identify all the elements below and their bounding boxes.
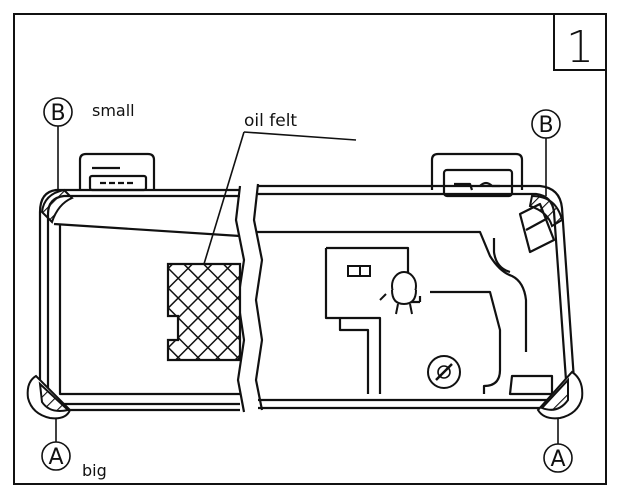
diagram-frame (13, 13, 607, 485)
cover-right-half (252, 152, 576, 411)
rubber-corner-top-left (40, 188, 74, 224)
svg-text:A: A (550, 447, 565, 472)
svg-text:A: A (48, 445, 63, 470)
rubber-corner-bottom-right (536, 370, 584, 420)
oil-felt-label: oil felt (244, 111, 297, 131)
screw-icon (427, 355, 461, 389)
marker-a-bottom-right: A (543, 418, 573, 473)
svg-text:B: B (50, 101, 65, 126)
small-label: small (92, 101, 135, 120)
rubber-corner-top-right (528, 194, 564, 228)
marker-b-top-left: B (43, 97, 73, 190)
oil-felt-pad (166, 262, 242, 362)
oil-felt-leader-line (203, 131, 245, 265)
screw-boss (347, 265, 417, 315)
oil-felt-underline (243, 131, 357, 141)
rubber-corner-bottom-left (26, 374, 72, 420)
step-badge: 1 (553, 13, 607, 73)
marker-a-bottom-left: A (41, 418, 71, 471)
svg-text:B: B (538, 113, 553, 138)
marker-b-top-right: B (531, 109, 561, 196)
big-label: big (82, 461, 107, 480)
step-number: 1 (566, 22, 594, 73)
